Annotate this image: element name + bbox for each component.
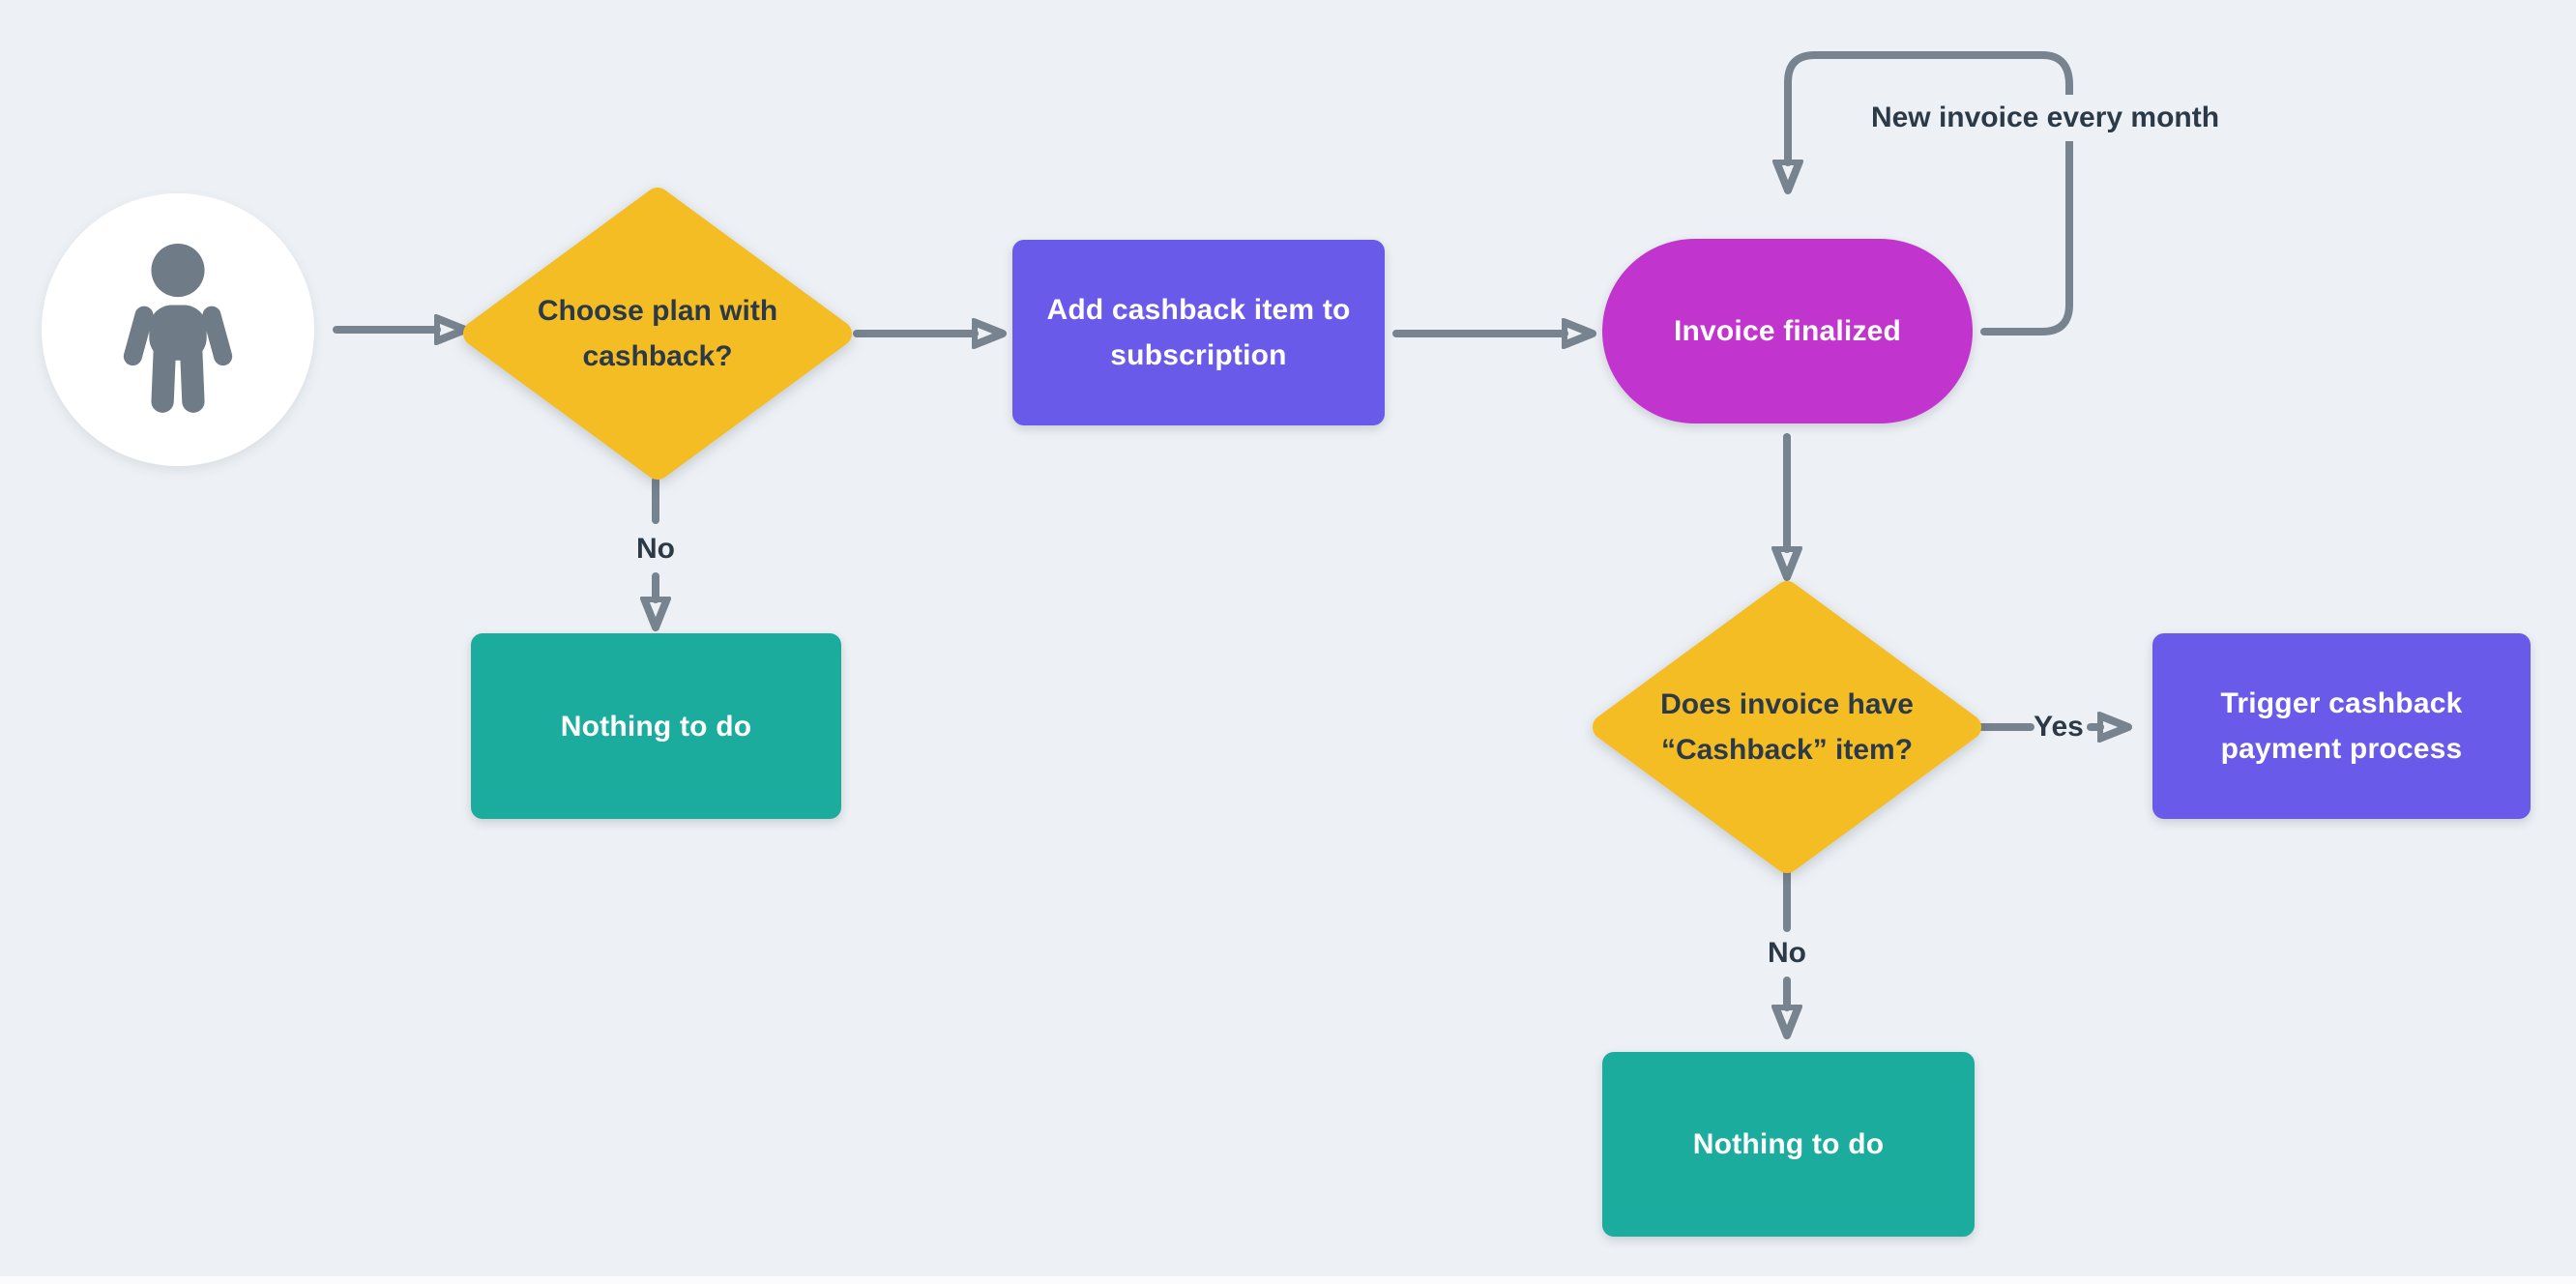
decision2-node: Does invoice have “Cashback” item?	[1592, 578, 1982, 876]
edge-label-new-invoice-every-month: New invoice every month	[1857, 95, 2234, 141]
bottom-strip	[0, 1276, 2576, 1284]
actor-node	[42, 193, 314, 466]
edge-label-yes-decision2: Yes	[2034, 711, 2084, 743]
process2-label: Trigger cashback payment process	[2220, 687, 2463, 765]
decision2-diamond-shape	[1593, 581, 1981, 873]
decision1-label: Choose plan with cashback?	[537, 295, 778, 372]
terminal2-node: Nothing to do	[1602, 1052, 1975, 1237]
process2-node: Trigger cashback payment process	[2152, 633, 2531, 819]
decision2-label: Does invoice have “Cashback” item?	[1660, 688, 1914, 766]
terminal2-label: Nothing to do	[1692, 1128, 1885, 1160]
terminal1-label: Nothing to do	[560, 710, 752, 743]
person-icon	[123, 243, 233, 413]
decision1-diamond-shape	[463, 188, 852, 480]
process1-node: Add cashback item to subscription	[1012, 240, 1385, 425]
event1-node: Invoice finalized	[1602, 239, 1973, 423]
decision1-node: Choose plan with cashback?	[462, 185, 853, 482]
process1-label: Add cashback item to subscription	[1046, 294, 1351, 371]
terminal1-node: Nothing to do	[471, 633, 841, 819]
event1-label: Invoice finalized	[1673, 315, 1902, 347]
edge-label-no-decision2: No	[1768, 937, 1806, 969]
edge-label-no-decision1: No	[636, 533, 675, 565]
